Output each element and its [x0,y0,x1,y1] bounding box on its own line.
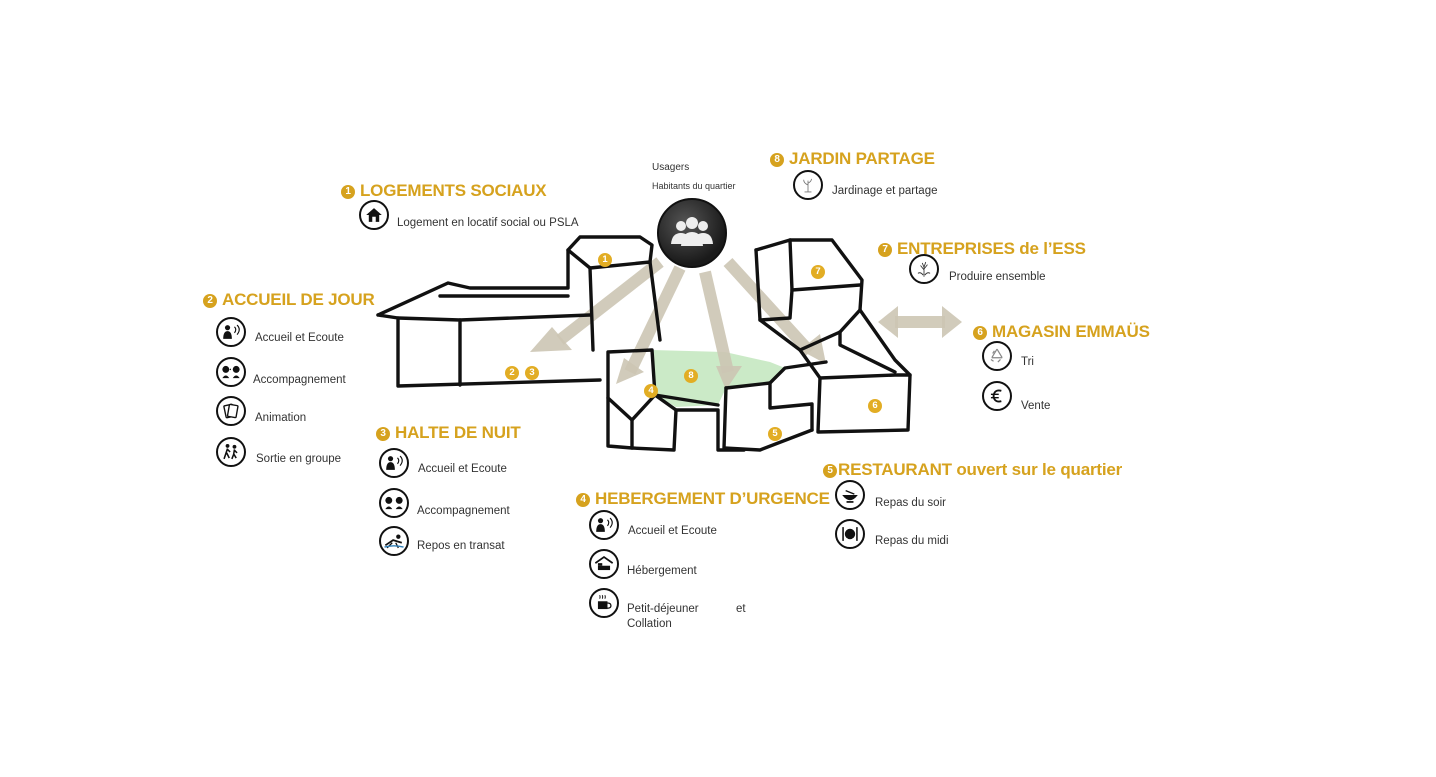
building-marker-8: 8 [684,369,698,383]
building-marker-5: 5 [768,427,782,441]
recycle-icon [982,341,1012,371]
item-label-second-line: Collation [627,618,672,630]
section-number: 5 [823,464,837,478]
building-marker-4: 4 [644,384,658,398]
item-label: Petit-déjeuner [627,603,699,615]
item-label: Sortie en groupe [256,453,342,465]
building-marker-7: 7 [811,265,825,279]
section-number: 4 [576,493,590,507]
building-marker-3: 3 [525,366,539,380]
section-number: 6 [973,326,987,340]
hot-cup-icon [589,588,619,618]
item-label-extra: et [736,603,746,615]
section-number: 3 [376,427,390,441]
building-marker-6: 6 [868,399,882,413]
item-label: Accompagnement [417,505,510,517]
center-label-usagers: Usagers [652,162,690,173]
item-label: Repas du midi [875,535,949,547]
item-label: Repos en transat [417,540,505,552]
house-icon [359,200,389,230]
item-label: Accueil et Ecoute [255,332,344,344]
item-label: Repas du soir [875,497,946,509]
deckchair-icon [379,526,409,556]
item-label: Accompagnement [253,374,346,386]
item-label: Logement en locatif social ou PSLA [397,217,579,229]
users-group-icon [657,198,727,268]
section-number: 7 [878,243,892,257]
plate-cutlery-icon [835,519,865,549]
euro-icon [982,381,1012,411]
listening-person-icon [589,510,619,540]
tree-hands-icon [909,254,939,284]
section-number: 2 [203,294,217,308]
connection-arrows [556,257,945,375]
walking-people-icon [216,437,246,467]
item-label: Produire ensemble [949,271,1046,283]
building-marker-2: 2 [505,366,519,380]
section-number: 8 [770,153,784,167]
bowl-icon [835,480,865,510]
item-label: Accueil et Ecoute [628,525,717,537]
center-label-habitants: Habitants du quartier [652,181,736,191]
listening-person-icon [379,448,409,478]
item-label: Animation [255,412,307,424]
item-label: Accueil et Ecoute [418,463,507,475]
item-label: Jardinage et partage [832,185,938,197]
cards-icon [216,396,246,426]
plant-icon [793,170,823,200]
bed-shelter-icon [589,549,619,579]
conversation-icon [216,357,246,387]
building-marker-1: 1 [598,253,612,267]
garden-area [652,350,785,407]
item-label: Hébergement [627,565,697,577]
section-number: 1 [341,185,355,199]
item-label: Tri [1021,356,1034,368]
conversation-icon [379,488,409,518]
item-label: Vente [1021,400,1051,412]
listening-person-icon [216,317,246,347]
